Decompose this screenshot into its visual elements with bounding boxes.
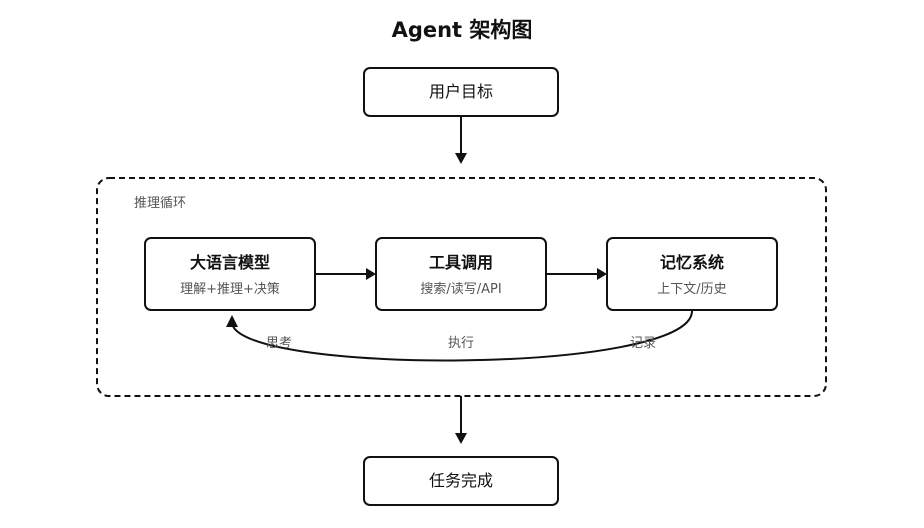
node-tools-sublabel: 搜索/读写/API [420,282,501,297]
node-user-goal: 用户目标 [363,67,559,117]
node-task-complete-box [363,456,559,506]
node-task-complete-label: 任务完成 [429,471,493,490]
node-tools-box [375,237,547,311]
node-task-complete: 任务完成 [363,456,559,506]
edge-goal-to-loop [455,116,467,164]
edge-label-record: 记录 [630,336,656,351]
node-llm: 大语言模型 理解+推理+决策 [144,237,316,311]
node-memory-sublabel: 上下文/历史 [657,282,726,297]
edge-memory-to-llm-feedback [226,310,693,362]
node-memory-label: 记忆系统 [660,253,724,272]
edge-feedback-curve [231,310,693,362]
arrowhead-down [455,433,467,444]
arrowhead-up [226,315,238,327]
node-memory: 记忆系统 上下文/历史 [606,237,778,311]
node-memory-box [606,237,778,311]
edge-label-think: 思考 [266,336,292,351]
edge-label-act: 执行 [448,336,474,351]
node-tools-label: 工具调用 [429,253,493,272]
group-reasoning-loop-border [96,177,827,397]
node-llm-label: 大语言模型 [190,253,270,272]
group-reasoning-loop-label: 推理循环 [134,196,186,211]
arrowhead-down [455,153,467,164]
node-tools: 工具调用 搜索/读写/API [375,237,547,311]
arrowhead-right [366,268,376,280]
edge-tools-to-memory [546,268,607,280]
node-llm-sublabel: 理解+推理+决策 [180,281,280,297]
node-user-goal-label: 用户目标 [429,82,493,101]
arrowhead-right [597,268,607,280]
diagram-title: Agent 架构图 [392,18,533,42]
group-reasoning-loop: 推理循环 [96,177,827,397]
edge-loop-to-done [455,396,467,444]
node-llm-box [144,237,316,311]
edge-llm-to-tools [315,268,376,280]
